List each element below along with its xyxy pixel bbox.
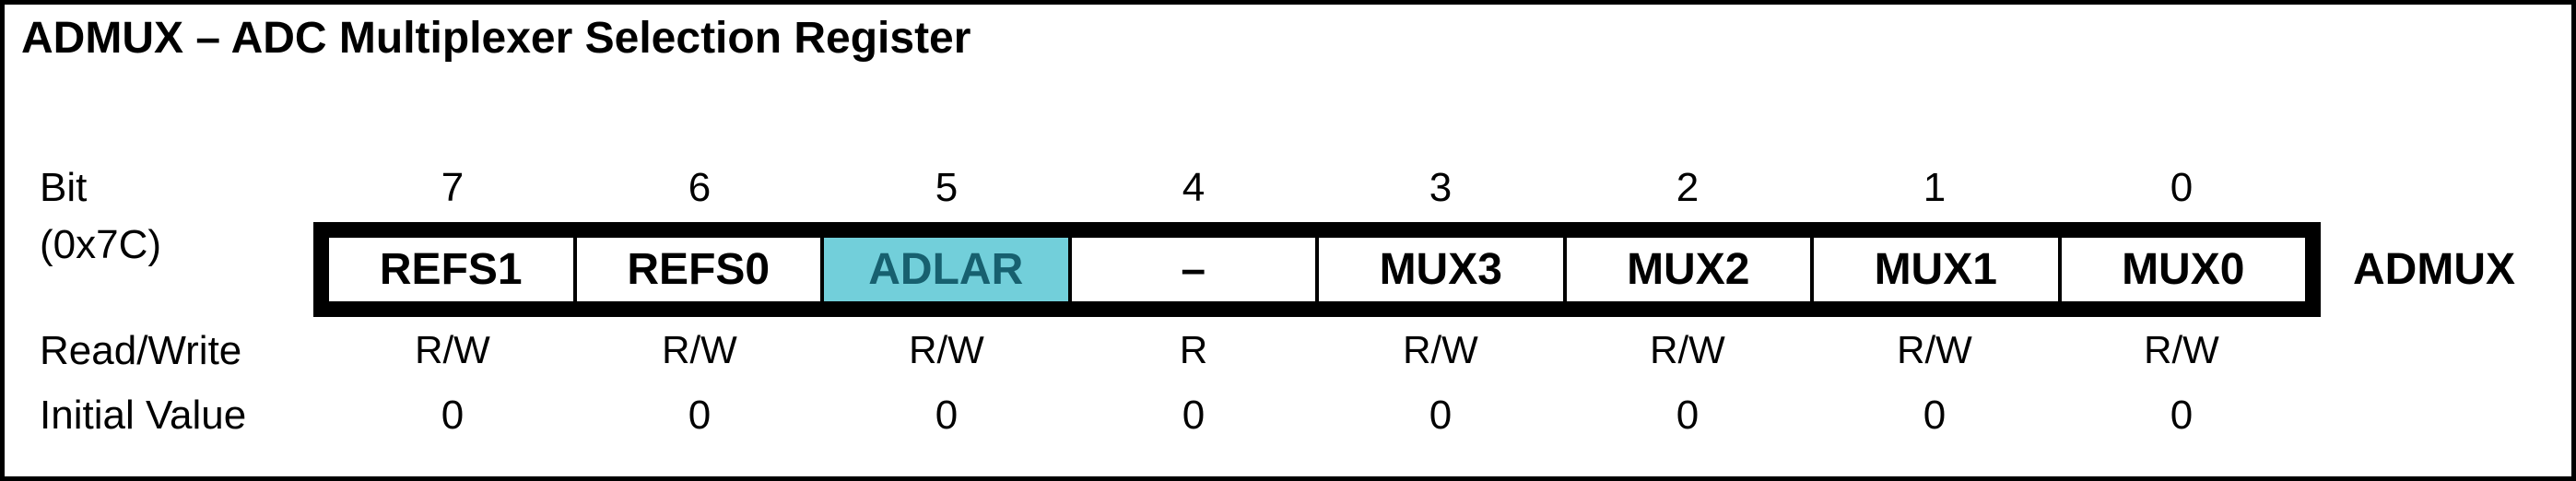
bit-row-label: Bit	[40, 164, 88, 210]
initial-value-bit-7: 0	[441, 392, 465, 438]
initial-value-row-label: Initial Value	[40, 392, 247, 438]
access-value-bit-7: R/W	[415, 327, 490, 371]
access-value-bit-4: R	[1179, 327, 1208, 371]
bit-field-cell-4: –	[1071, 237, 1319, 301]
initial-value-row: Initial Value 0 0 0 0 0 0 0 0	[5, 381, 2571, 446]
read-write-row: Read/Write R/W R/W R/W R R/W R/W R/W R/W	[5, 317, 2571, 381]
bit-number-7: 7	[441, 164, 465, 210]
bit-number-2: 2	[1676, 164, 1700, 210]
bit-field-cell-6: REFS0	[576, 237, 824, 301]
register-name: ADMUX	[2353, 244, 2515, 294]
access-value-bit-3: R/W	[1403, 327, 1478, 371]
bit-field-cell-5: ADLAR	[824, 237, 1072, 301]
bit-field-cell-0: MUX0	[2061, 237, 2305, 301]
bit-number-1: 1	[1923, 164, 1947, 210]
access-value-bit-0: R/W	[2144, 327, 2219, 371]
bit-number-5: 5	[935, 164, 959, 210]
initial-value-bit-1: 0	[1923, 392, 1947, 438]
bit-field-cell-1: MUX1	[1814, 237, 2062, 301]
bit-number-6: 6	[688, 164, 712, 210]
read-write-row-label: Read/Write	[40, 327, 242, 373]
access-value-bit-2: R/W	[1650, 327, 1725, 371]
access-value-bit-1: R/W	[1897, 327, 1972, 371]
initial-value-bit-3: 0	[1429, 392, 1453, 438]
bit-number-3: 3	[1429, 164, 1453, 210]
initial-value-bit-5: 0	[935, 392, 959, 438]
initial-value-bit-2: 0	[1676, 392, 1700, 438]
bit-number-4: 4	[1182, 164, 1206, 210]
register-address: (0x7C)	[40, 221, 162, 267]
initial-value-bit-0: 0	[2170, 392, 2194, 438]
bit-field-cell-7: REFS1	[329, 237, 577, 301]
bit-field-cell-3: MUX3	[1319, 237, 1567, 301]
access-value-bit-6: R/W	[662, 327, 737, 371]
figure-title: ADMUX – ADC Multiplexer Selection Regist…	[21, 14, 971, 63]
bit-field-cell-2: MUX2	[1566, 237, 1814, 301]
bit-number-0: 0	[2170, 164, 2194, 210]
bit-number-row: Bit 7 6 5 4 3 2 1 0	[5, 121, 2571, 222]
initial-value-bit-4: 0	[1182, 392, 1206, 438]
initial-value-bit-6: 0	[688, 392, 712, 438]
access-value-bit-5: R/W	[909, 327, 984, 371]
